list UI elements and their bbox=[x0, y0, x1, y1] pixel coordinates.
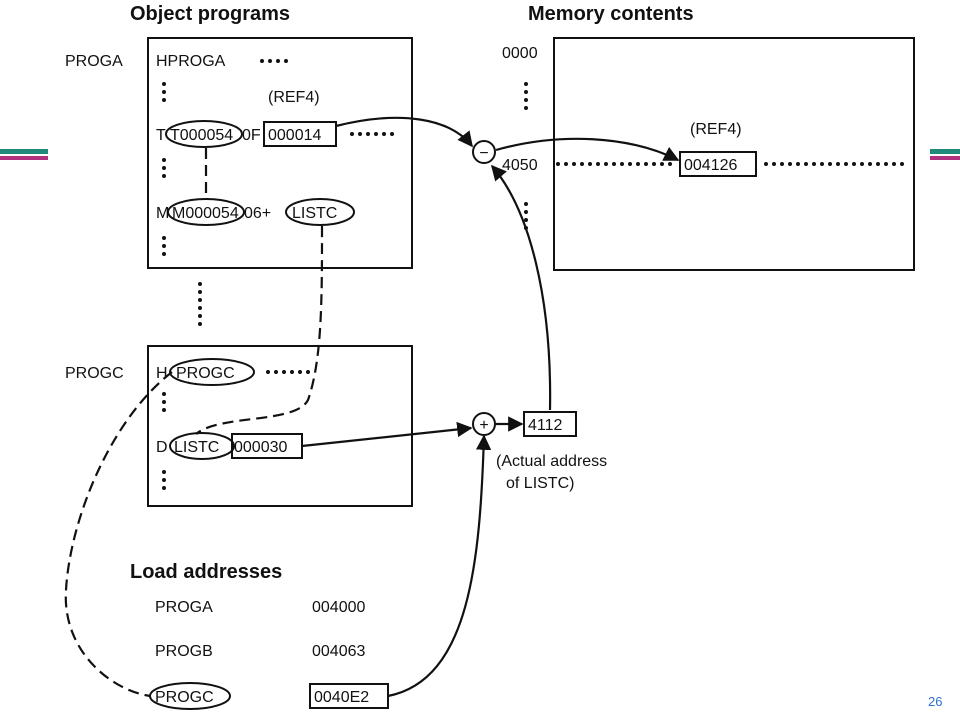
object-programs-header: Object programs bbox=[130, 3, 290, 25]
memory-ref4-label: (REF4) bbox=[690, 121, 742, 138]
plus-operator: + bbox=[479, 417, 488, 434]
memory-contents-header: Memory contents bbox=[528, 3, 694, 25]
proga-text-record-mid: 0F bbox=[242, 127, 261, 144]
minus-to-memory-arrow bbox=[495, 137, 680, 161]
load-name-progb: PROGB bbox=[155, 643, 213, 660]
proga-text-value-box bbox=[263, 121, 337, 147]
progc-define-prefix: D bbox=[156, 439, 168, 456]
progc-define-value: 000030 bbox=[234, 439, 287, 456]
progc-dashed-link bbox=[64, 371, 173, 698]
memory-ref4-value: 004126 bbox=[684, 157, 737, 174]
progc-header-name: PROGC bbox=[176, 365, 235, 382]
minus-operator: − bbox=[479, 145, 488, 162]
proga-object-box bbox=[147, 37, 413, 269]
load-name-progc: PROGC bbox=[155, 689, 214, 706]
progc-object-box bbox=[147, 345, 413, 507]
progc-header-ellipse bbox=[169, 358, 255, 386]
define-value-to-plus-arrow bbox=[301, 421, 473, 448]
result-value: 4112 bbox=[528, 417, 563, 434]
proga-mod-record-start: M bbox=[156, 205, 169, 222]
load-address-to-plus-arrow bbox=[387, 434, 492, 698]
memory-start-address: 0000 bbox=[502, 45, 538, 62]
proga-mod-record-prefix: M000054 bbox=[172, 205, 239, 222]
result-box bbox=[523, 411, 577, 437]
progc-header-prefix: H bbox=[156, 365, 168, 382]
result-caption-line2: of LISTC) bbox=[506, 475, 574, 492]
slide-accent-left bbox=[0, 149, 48, 160]
memory-ref4-box bbox=[679, 151, 757, 177]
proga-listc-ellipse bbox=[285, 198, 355, 226]
proga-text-address-ellipse bbox=[165, 120, 243, 148]
proga-mod-record-suffix: 06+ bbox=[244, 205, 271, 222]
slide-accent-right bbox=[930, 149, 960, 160]
page-number: 26 bbox=[928, 694, 942, 709]
memory-contents-box bbox=[553, 37, 915, 271]
proga-header-record: HPROGA bbox=[156, 53, 226, 70]
load-address-progb: 004063 bbox=[312, 643, 365, 660]
memory-address-4050: 4050 bbox=[502, 157, 538, 174]
proga-text-record-start: T bbox=[156, 127, 166, 144]
progc-label: PROGC bbox=[65, 365, 124, 382]
result-caption-line1: (Actual address bbox=[496, 453, 607, 470]
progc-define-symbol: LISTC bbox=[174, 439, 219, 456]
load-addresses-header: Load addresses bbox=[130, 561, 282, 583]
result-to-minus-arrow bbox=[490, 164, 552, 411]
proga-text-record-value: 000014 bbox=[268, 127, 321, 144]
proga-mod-symbol: LISTC bbox=[292, 205, 337, 222]
proga-ref4-label: (REF4) bbox=[268, 89, 320, 106]
listc-dashed-link bbox=[195, 225, 324, 435]
load-name-proga: PROGA bbox=[155, 599, 213, 616]
proga-text-record-prefix: T000054 bbox=[170, 127, 233, 144]
proga-mod-address-ellipse bbox=[167, 198, 245, 226]
load-address-proga: 004000 bbox=[312, 599, 365, 616]
load-address-progc: 0040E2 bbox=[314, 689, 369, 706]
proga-label: PROGA bbox=[65, 53, 123, 70]
ref4-to-minus-arrow bbox=[335, 116, 473, 148]
progc-listc-ellipse bbox=[169, 432, 235, 460]
minus-operator-circle bbox=[472, 140, 496, 164]
